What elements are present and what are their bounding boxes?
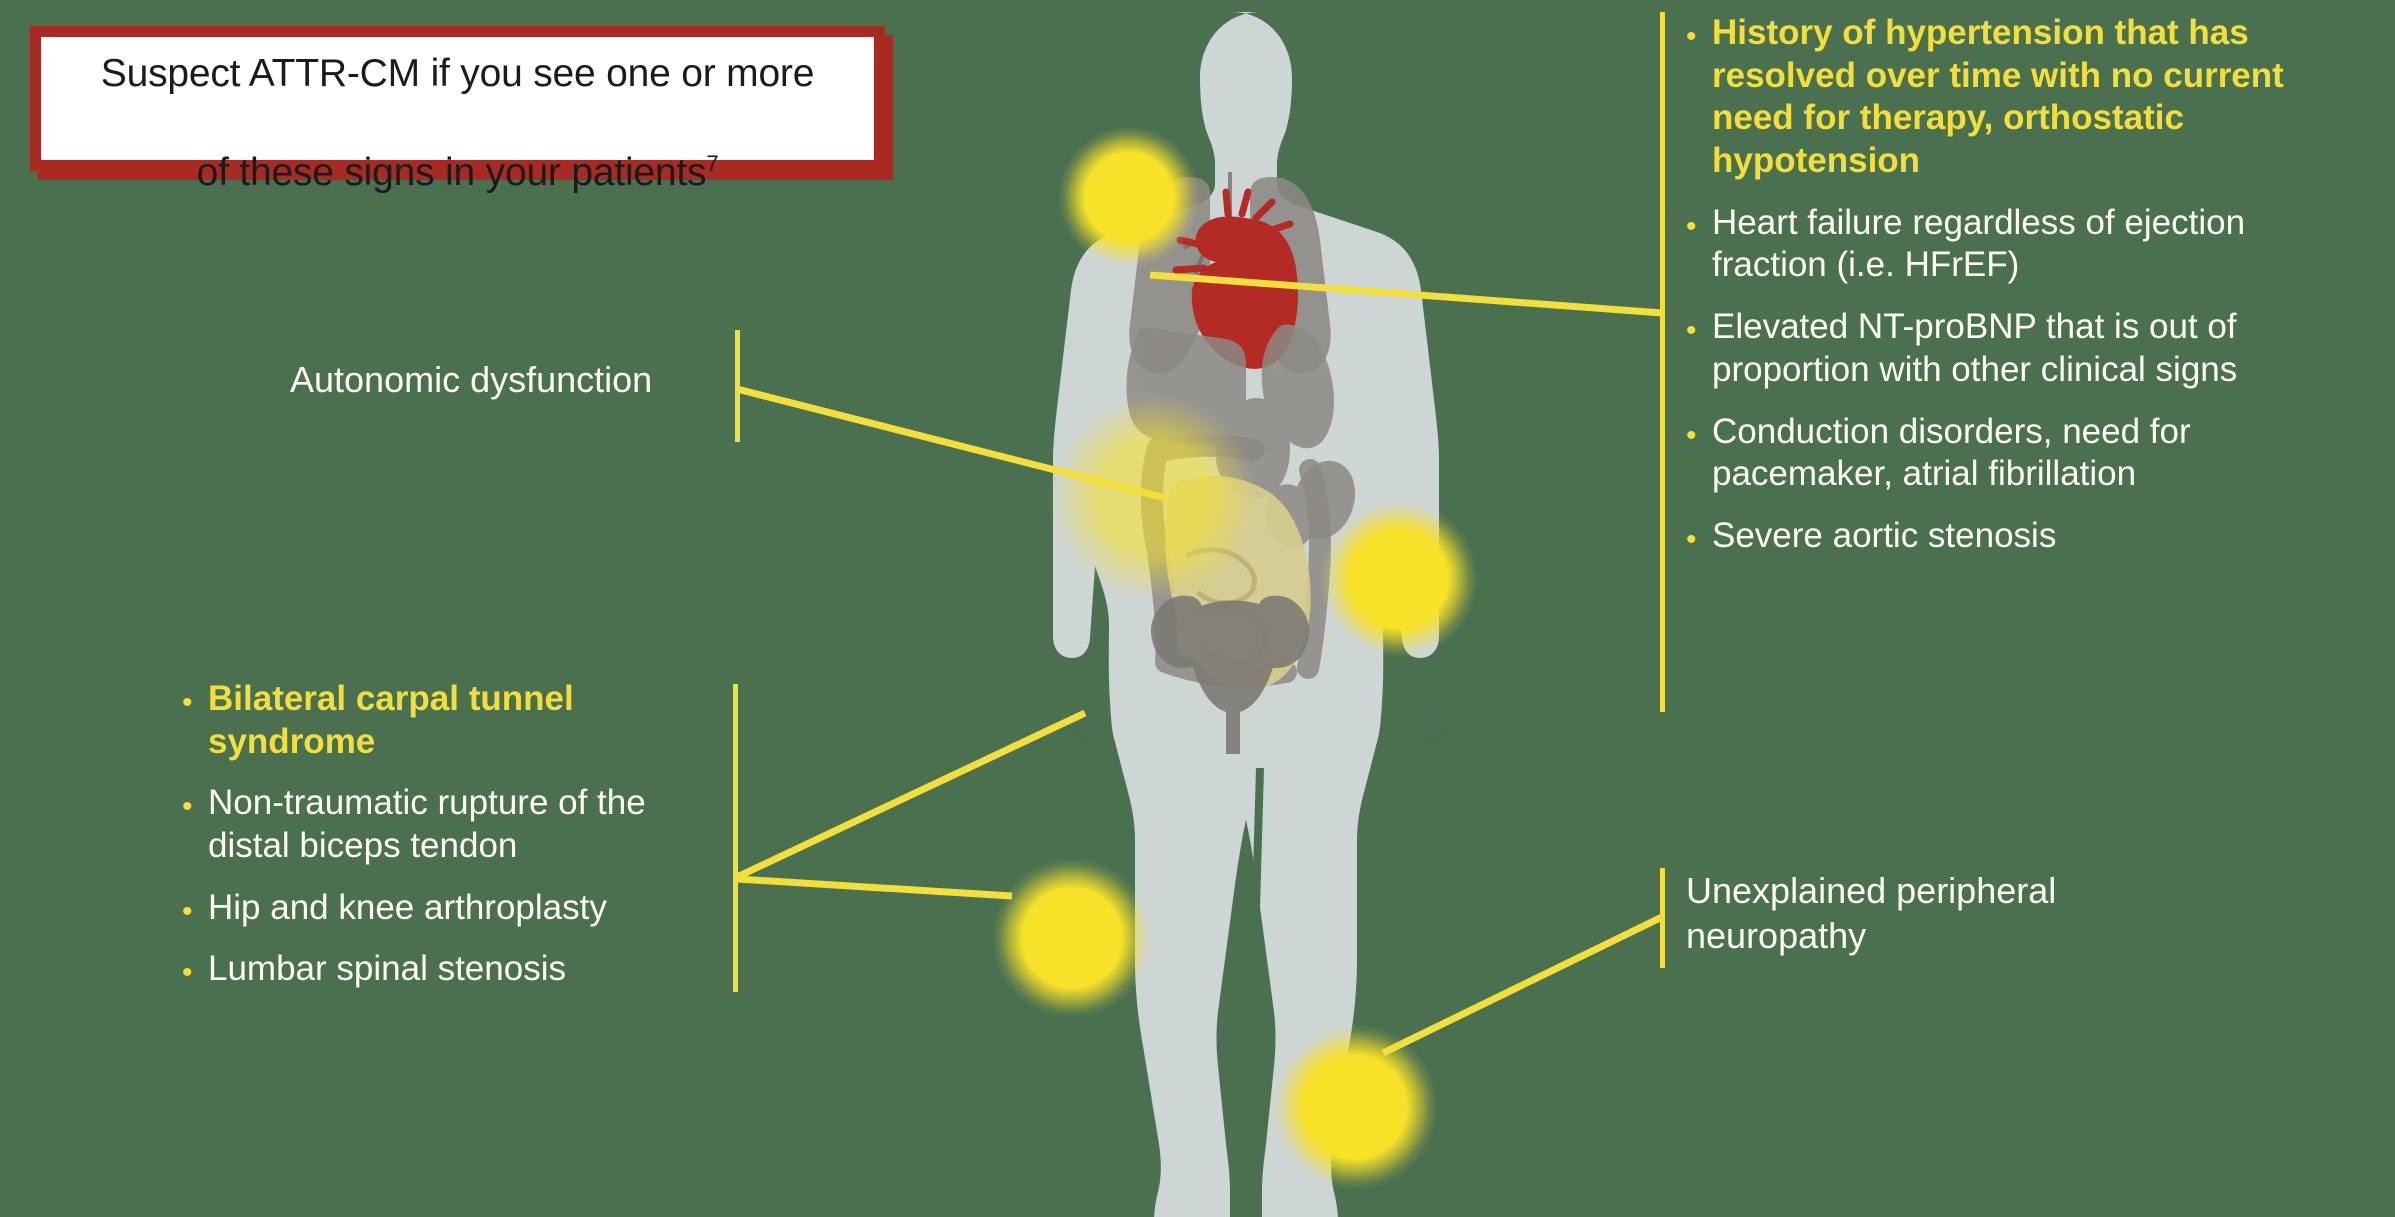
heart-hotspot xyxy=(1058,126,1200,268)
list-item-label: Conduction disorders, need for pacemaker… xyxy=(1712,411,2191,494)
bullet-icon: • xyxy=(1686,209,1697,243)
list-item-label: Elevated NT-proBNP that is out of propor… xyxy=(1712,307,2238,389)
bullet-icon: • xyxy=(182,686,193,719)
list-item: • Elevated NT-proBNP that is out of prop… xyxy=(1686,306,2296,391)
list-item-label: Heart failure regardless of ejection fra… xyxy=(1712,202,2246,285)
list-item-label: Lumbar spinal stenosis xyxy=(208,949,566,989)
list-item: • Lumbar spinal stenosis xyxy=(182,948,702,991)
list-item: • History of hypertension that has resol… xyxy=(1686,12,2296,183)
title-line-1: Suspect ATTR-CM if you see one or more xyxy=(100,52,815,96)
bullet-icon: • xyxy=(1686,522,1697,556)
pelvis xyxy=(1150,595,1310,754)
list-item: • Severe aortic stenosis xyxy=(1686,515,2296,558)
bullet-icon: • xyxy=(1686,418,1697,452)
callout-title-box: Suspect ATTR-CM if you see one or more o… xyxy=(30,26,885,194)
left-list-rule xyxy=(733,684,738,992)
page-title: Suspect ATTR-CM if you see one or more o… xyxy=(79,0,836,197)
list-item: • Heart failure regardless of ejection f… xyxy=(1686,202,2296,287)
list-item-label: Non-traumatic rupture of the distal bice… xyxy=(208,783,646,866)
autonomic-rule xyxy=(735,330,740,442)
connector-knee xyxy=(736,875,1013,900)
neuropathy-rule xyxy=(1660,868,1665,968)
bullet-icon: • xyxy=(1686,20,1697,53)
list-item: • Hip and knee arthroplasty xyxy=(182,887,702,930)
bullet-icon: • xyxy=(1686,314,1697,348)
list-item-label: Bilateral carpal tunnel syndrome xyxy=(208,679,574,761)
peripheral-neuropathy-label: Unexplained peripheral neuropathy xyxy=(1686,870,2057,956)
left-sign-list: • Bilateral carpal tunnel syndrome • Non… xyxy=(182,678,702,991)
list-item-label: History of hypertension that has resolve… xyxy=(1712,13,2284,181)
left-knee-hotspot xyxy=(992,858,1152,1018)
list-item-label: Hip and knee arthroplasty xyxy=(208,887,607,927)
right-hand-hotspot xyxy=(1320,500,1478,658)
right-sign-list: • History of hypertension that has resol… xyxy=(1686,12,2296,558)
bullet-icon: • xyxy=(182,894,193,928)
right-list-rule xyxy=(1660,12,1665,712)
list-item-label: Severe aortic stenosis xyxy=(1712,515,2057,555)
title-line-2: of these signs in your patients xyxy=(196,150,707,194)
list-item: • Conduction disorders, need for pacemak… xyxy=(1686,411,2296,496)
abdomen-hotspot xyxy=(1048,392,1258,602)
list-item: • Bilateral carpal tunnel syndrome xyxy=(182,678,702,763)
list-item: • Non-traumatic rupture of the distal bi… xyxy=(182,782,702,867)
bullet-icon: • xyxy=(182,790,193,824)
title-superscript: 7 xyxy=(706,150,719,176)
right-foot-hotspot xyxy=(1272,1024,1438,1190)
autonomic-dysfunction-label: Autonomic dysfunction xyxy=(290,359,653,400)
bullet-icon: • xyxy=(182,956,193,990)
